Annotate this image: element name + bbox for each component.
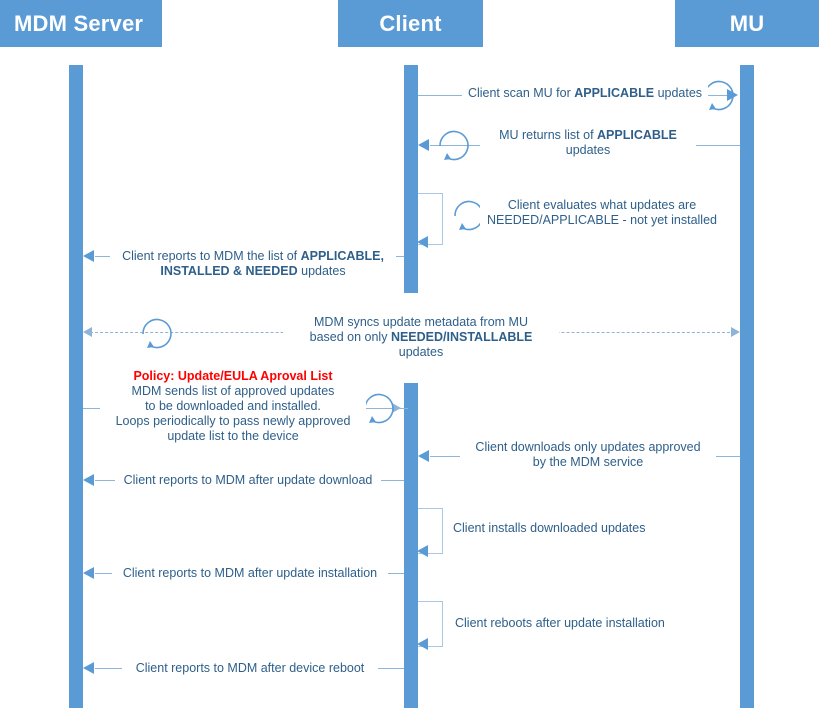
m1-text-b: APPLICABLE [574, 86, 655, 100]
actor-header-mdm-server[interactable]: MDM Server [0, 0, 162, 47]
loop-icon-m6 [355, 385, 403, 433]
m5-text-d: updates [398, 345, 444, 359]
actor-header-client[interactable]: Client [338, 0, 483, 47]
actor-label-mdm-server: MDM Server [14, 10, 144, 36]
message-label-m9: Client installs downloaded updates [450, 521, 666, 536]
message-label-m4: Client reports to MDM the list of APPLIC… [110, 249, 396, 279]
m2-text-a: MU returns list of [499, 128, 598, 142]
m1-text-c: updates [654, 86, 703, 100]
arrowhead-m4 [83, 250, 94, 262]
self-message-bracket-m11 [418, 601, 443, 647]
lifeline-client-segment-2 [404, 383, 418, 708]
actor-label-mu: MU [729, 10, 765, 36]
m4-text-a: Client reports to MDM the list of [122, 249, 301, 263]
lifeline-client-segment-1 [404, 65, 418, 293]
message-label-m12: Client reports to MDM after device reboo… [122, 661, 378, 676]
lifeline-mdm-server [69, 65, 83, 708]
m4-text-c: INSTALLED & NEEDED [160, 264, 298, 278]
m5-text-b: based on only [309, 330, 391, 344]
arrowhead-m7 [418, 450, 429, 462]
arrowhead-m11 [417, 638, 428, 650]
policy-label-m6: Policy: Update/EULA Aproval List [133, 369, 333, 383]
loop-icon-m5 [133, 310, 181, 358]
arrowhead-m10 [83, 567, 94, 579]
m1-text-a: Client scan MU for [467, 86, 575, 100]
m4-text-b: APPLICABLE, [300, 249, 384, 263]
arrowhead-m5-right [731, 327, 740, 337]
m5-text-a: MDM syncs update metadata from MU [314, 315, 528, 329]
self-message-bracket-m9 [418, 508, 443, 554]
actor-label-client: Client [379, 10, 442, 36]
arrowhead-m12 [83, 662, 94, 674]
m5-text-c: NEEDED/INSTALLABLE [390, 330, 533, 344]
message-label-m3: Client evaluates what updates are NEEDED… [480, 198, 724, 228]
arrowhead-m6 [392, 403, 401, 413]
message-label-m11: Client reboots after update installation [452, 616, 688, 631]
arrowhead-m3 [417, 236, 428, 248]
lifeline-mu [740, 65, 754, 708]
actor-header-mu[interactable]: MU [675, 0, 819, 47]
m2-text-b: APPLICABLE [597, 128, 677, 142]
message-label-m10: Client reports to MDM after update insta… [112, 566, 388, 581]
m4-text-d: updates [297, 264, 346, 278]
arrowhead-m8 [83, 474, 94, 486]
loop-icon-m2 [430, 122, 478, 170]
arrowhead-m2 [418, 139, 429, 151]
message-label-m8: Client reports to MDM after update downl… [115, 473, 381, 488]
self-message-bracket-m3 [418, 193, 443, 245]
arrowhead-m5-left [83, 327, 92, 337]
m6-body-text: MDM sends list of approved updates to be… [115, 384, 351, 443]
m2-text-c: updates [565, 143, 611, 157]
message-label-m1: Client scan MU for APPLICABLE updates [462, 86, 708, 101]
arrowhead-m9 [417, 545, 428, 557]
message-label-m7: Client downloads only updates approved b… [460, 440, 716, 470]
loop-icon-m1 [695, 72, 743, 120]
